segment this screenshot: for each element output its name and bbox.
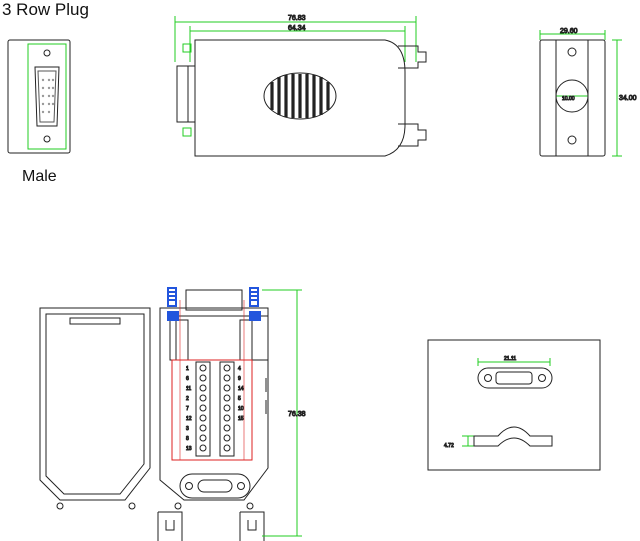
front-flange-outline <box>27 43 67 150</box>
terminal-label: 8 <box>186 436 189 442</box>
terminal-label: 3 <box>186 426 189 432</box>
bottom-height-dim: 76.38 <box>288 411 306 418</box>
top-body <box>194 39 406 157</box>
grip-ribs <box>270 74 330 118</box>
bottom-view: 1 6 11 2 7 12 3 8 13 4 9 14 5 10 15 <box>39 287 306 541</box>
db-pins <box>41 78 55 114</box>
front-housing <box>7 39 71 154</box>
terminal-column-right <box>219 361 235 457</box>
front-screw-top <box>43 49 51 57</box>
side-height-dim: 34.00 <box>619 95 637 102</box>
main-housing <box>159 307 269 501</box>
terminal-label: 12 <box>186 416 192 422</box>
terminal-column-left <box>195 361 211 457</box>
bottom-tab-right <box>239 511 265 541</box>
terminal-label: 15 <box>238 416 244 422</box>
terminal-label: 4 <box>238 366 241 372</box>
terminal-label: 9 <box>238 376 241 382</box>
terminal-label: 10 <box>238 406 244 412</box>
terminal-label: 5 <box>238 396 241 402</box>
side-dimension-lines <box>539 30 622 157</box>
overall-length-dim: 76.83 <box>288 15 306 22</box>
clamp-dimension-lines <box>462 358 551 447</box>
body-length-dim: 64.34 <box>288 25 306 32</box>
clamp-side-view <box>473 426 553 447</box>
bottom-tab-left <box>157 511 183 541</box>
side-body <box>539 39 606 157</box>
db-shell <box>34 66 60 127</box>
terminal-label: 6 <box>186 376 189 382</box>
clamp-detail-frame <box>427 339 601 471</box>
terminal-labels-right: 4 9 14 5 10 15 <box>238 366 245 423</box>
terminal-label: 14 <box>238 386 244 392</box>
clamp-width-dim: 21.11 <box>504 356 516 362</box>
terminal-screws-left <box>199 364 207 452</box>
top-tab-upper <box>398 45 427 69</box>
terminal-label: 7 <box>186 406 189 412</box>
side-hole-dim: 10.00 <box>562 96 575 102</box>
clamp-height-dim: 4.72 <box>444 443 454 449</box>
top-plug-stub <box>176 65 196 123</box>
top-dimension-lines <box>174 16 417 137</box>
top-view: 76.83 64.34 <box>174 15 427 157</box>
terminal-label: 11 <box>186 386 191 392</box>
terminal-screws-right <box>223 364 231 452</box>
grip-oval <box>263 72 337 120</box>
front-view <box>7 39 71 154</box>
inner-shell <box>169 315 269 361</box>
terminal-labels-left: 1 6 11 2 7 12 3 8 13 <box>186 366 193 453</box>
diagram-title: 3 Row Plug <box>2 0 89 19</box>
terminal-label: 1 <box>186 366 189 372</box>
top-tab-lower <box>398 123 427 147</box>
clamp-top-view <box>477 367 553 389</box>
db-plug-back <box>185 289 243 311</box>
left-cover <box>39 307 151 501</box>
side-width-dim: 29.60 <box>560 28 578 35</box>
gender-label: Male <box>22 168 57 185</box>
terminal-label: 2 <box>186 396 189 402</box>
clamp-detail: 21.11 4.72 <box>427 339 601 471</box>
bottom-screws <box>167 287 261 321</box>
front-screw-bottom <box>43 135 51 143</box>
side-view: 29.60 34.00 10.00 <box>539 28 637 157</box>
cable-clamp <box>179 473 251 499</box>
bottom-dimension-lines <box>262 289 302 537</box>
terminal-label: 13 <box>186 446 192 452</box>
side-center-hole <box>555 79 589 113</box>
terminal-block-outline <box>171 359 253 461</box>
